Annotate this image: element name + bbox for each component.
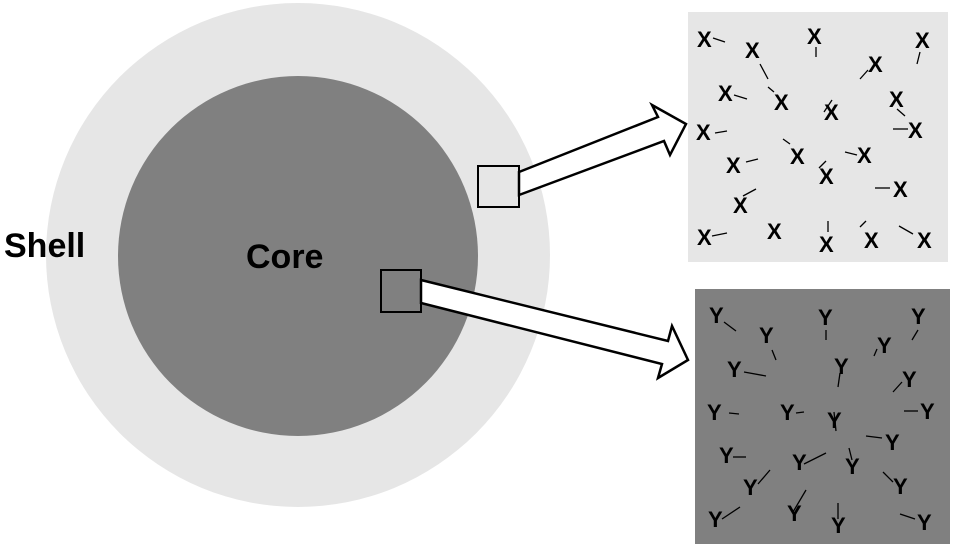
- x-molecule: X: [745, 38, 760, 63]
- x-molecule-tail: [896, 108, 906, 117]
- core-molecules: YYYYYYYYYYYYYYYYYYYYYY: [707, 303, 935, 538]
- core-label: Core: [246, 238, 323, 276]
- x-molecule: X: [696, 120, 711, 145]
- y-molecule-tail: [771, 349, 777, 361]
- x-molecule: X: [790, 144, 805, 169]
- shell-zoom-panel: [688, 12, 948, 262]
- y-molecule: Y: [759, 323, 774, 348]
- shell-label: Shell: [4, 227, 85, 265]
- x-molecule: X: [733, 193, 748, 218]
- x-molecule: X: [697, 225, 712, 250]
- x-molecule-tail: [823, 99, 833, 113]
- x-molecule: X: [726, 153, 741, 178]
- core-region: [118, 76, 478, 436]
- core-zoom-panel: [695, 289, 950, 544]
- x-molecule: X: [908, 118, 923, 143]
- y-molecule: Y: [780, 400, 795, 425]
- y-molecule-tail: [721, 506, 741, 520]
- x-molecule-tail: [767, 86, 775, 93]
- y-molecule-tail: [911, 329, 919, 341]
- y-molecule: Y: [902, 367, 917, 392]
- y-molecule: Y: [792, 450, 807, 475]
- y-molecule: Y: [885, 430, 900, 455]
- y-molecule: Y: [834, 354, 849, 379]
- y-molecule: Y: [743, 475, 758, 500]
- x-molecule-tail: [859, 220, 867, 228]
- y-molecule-tail: [723, 321, 737, 332]
- y-molecule: Y: [920, 399, 935, 424]
- x-molecule-tail: [782, 138, 791, 145]
- y-molecule-tail: [792, 489, 807, 513]
- x-molecule: X: [718, 81, 733, 106]
- x-molecule-tail: [759, 63, 769, 80]
- x-molecule-tail: [898, 225, 914, 235]
- y-molecule: Y: [787, 501, 802, 526]
- y-molecule-tail: [743, 371, 767, 377]
- x-molecule: X: [774, 90, 789, 115]
- y-molecule: Y: [831, 513, 846, 538]
- x-molecule: X: [893, 177, 908, 202]
- x-molecule: X: [915, 28, 930, 53]
- x-molecule: X: [819, 164, 834, 189]
- y-molecule-tail: [848, 447, 853, 461]
- x-molecule: X: [819, 232, 834, 257]
- x-molecule-tail: [742, 188, 757, 197]
- y-molecule: Y: [719, 443, 734, 468]
- y-molecule-tail: [728, 412, 740, 415]
- x-molecule-tail: [745, 158, 759, 163]
- y-molecule-tail: [899, 513, 916, 520]
- y-molecule-tail: [882, 471, 894, 483]
- x-molecule-tail: [712, 37, 726, 43]
- x-molecule-tail: [711, 232, 728, 237]
- x-molecule-tail: [859, 69, 869, 80]
- y-molecule: Y: [708, 507, 723, 532]
- x-molecule: X: [697, 27, 712, 52]
- y-molecule: Y: [911, 304, 926, 329]
- x-molecule-tail: [714, 130, 728, 134]
- x-molecule-tail: [818, 160, 827, 169]
- y-molecule: Y: [727, 357, 742, 382]
- y-molecule-tail: [803, 452, 827, 465]
- shell-zoom-arrow: [517, 101, 688, 197]
- y-molecule: Y: [917, 510, 932, 535]
- y-molecule-tail: [833, 411, 837, 432]
- x-molecule-tail: [733, 94, 748, 100]
- y-molecule: Y: [893, 474, 908, 499]
- y-molecule-tail: [865, 435, 883, 439]
- x-molecule: X: [767, 219, 782, 244]
- y-molecule: Y: [877, 333, 892, 358]
- y-molecule: Y: [707, 400, 722, 425]
- y-molecule-tail: [892, 381, 903, 393]
- core-zoom-arrow: [419, 278, 690, 381]
- x-molecule: X: [857, 143, 872, 168]
- x-molecule: X: [864, 228, 879, 253]
- x-molecule-tail: [844, 151, 858, 156]
- x-molecule: X: [824, 100, 839, 125]
- y-molecule: Y: [818, 305, 833, 330]
- x-molecule: X: [889, 87, 904, 112]
- x-molecule: X: [807, 24, 822, 49]
- y-molecule-tail: [757, 469, 771, 485]
- x-molecule: X: [868, 52, 883, 77]
- x-molecule: X: [917, 228, 932, 253]
- y-molecule-tail: [873, 348, 878, 357]
- x-molecule-tail: [916, 51, 921, 65]
- y-molecule-tail: [795, 411, 805, 414]
- y-molecule-tail: [837, 372, 841, 388]
- y-molecule: Y: [845, 454, 860, 479]
- y-molecule: Y: [709, 303, 724, 328]
